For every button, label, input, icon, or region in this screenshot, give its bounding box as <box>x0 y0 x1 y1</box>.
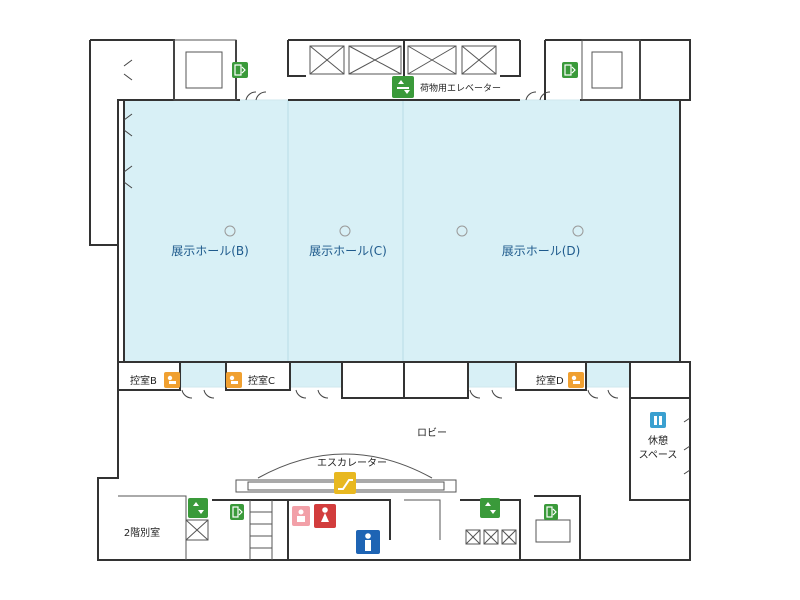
stairs-lower-left <box>249 500 273 560</box>
walls <box>89 39 691 561</box>
hall-d-area[interactable] <box>402 99 681 363</box>
rest-space-label-2: スペース <box>639 450 678 461</box>
hall-c-label: 展示ホール(C) <box>309 244 387 258</box>
hall-c-lower-area <box>289 361 343 388</box>
hall-d-lower-area-2 <box>585 361 631 388</box>
hall-b-label: 展示ホール(B) <box>171 244 249 258</box>
rest-space-icon <box>650 412 666 428</box>
baby-care-icon <box>292 506 310 526</box>
waiting-room-icon <box>568 372 584 388</box>
hall-d-label: 展示ホール(D) <box>502 244 581 258</box>
waiting-room-icon <box>164 372 180 388</box>
elevator-icon <box>188 498 208 518</box>
escalator-icon <box>334 472 356 494</box>
elevator-icon <box>480 498 500 518</box>
waiting-room-b-label: 控室B <box>130 374 157 387</box>
hall-b-area[interactable] <box>123 99 289 363</box>
restroom-men-icon <box>356 530 380 554</box>
emergency-exit-icon <box>232 62 248 78</box>
right-side-doors <box>683 417 691 475</box>
waiting-room-d-label: 控室D <box>536 374 564 387</box>
annex-room-label: 2階別室 <box>124 526 160 539</box>
hall-d-lower-area <box>467 361 517 388</box>
restroom-women-icon <box>314 504 336 528</box>
emergency-exit-icon <box>544 504 558 520</box>
exhibition-area <box>123 99 681 388</box>
freight-elevator-label: 荷物用エレベーター <box>420 82 501 94</box>
emergency-exit-icon <box>562 62 578 78</box>
waiting-room-c-label: 控室C <box>248 374 275 387</box>
emergency-exit-icon <box>230 504 244 520</box>
hall-c-area[interactable] <box>287 99 404 363</box>
labels: 展示ホール(B) 展示ホール(C) 展示ホール(D) 控室B 控室C 控室D ロ… <box>124 82 678 539</box>
waiting-room-icon <box>226 372 242 388</box>
rest-space-label-1: 休憩 <box>648 434 668 447</box>
hall-b-lower-area <box>180 361 227 388</box>
escalator-label: エスカレーター <box>317 457 387 469</box>
lobby-label: ロビー <box>417 427 447 439</box>
elevator-icon <box>392 76 414 98</box>
icons <box>164 62 666 554</box>
